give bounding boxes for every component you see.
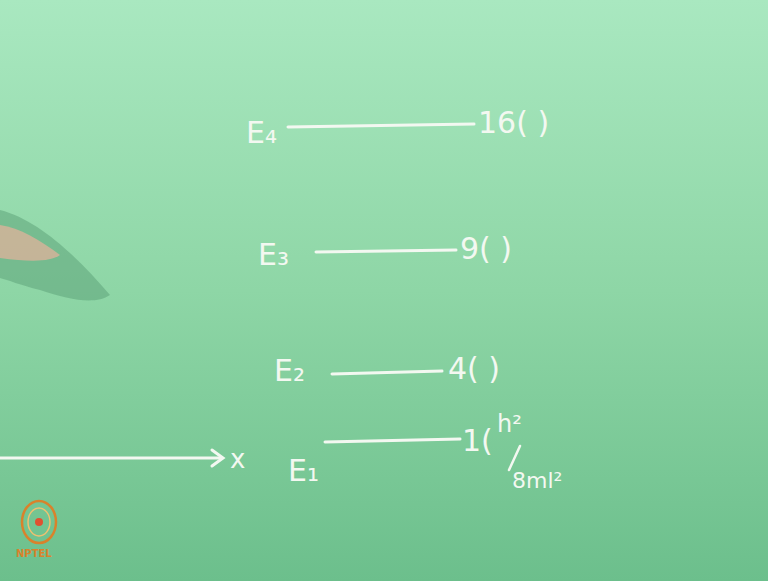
- level-name: E₂: [274, 356, 305, 386]
- axis-label: x: [230, 446, 245, 472]
- fraction-slash: [509, 446, 520, 470]
- level-name: E₃: [258, 240, 289, 270]
- level-value: 1(: [462, 426, 493, 456]
- fraction-numerator: h²: [497, 412, 522, 436]
- level-line: [325, 439, 460, 442]
- energy-levels: [0, 124, 520, 470]
- level-name: E₄: [246, 118, 277, 148]
- level-name: E₁: [288, 456, 319, 486]
- level-value: 16( ): [478, 108, 549, 138]
- level-line: [332, 371, 442, 374]
- hand-shadow: [0, 210, 110, 300]
- fraction-denominator: 8ml²: [512, 470, 562, 492]
- level-line: [316, 250, 456, 252]
- level-value: 9( ): [460, 234, 512, 264]
- axis-line: [0, 457, 222, 460]
- logo-text: NPTEL: [16, 549, 52, 559]
- hand: [0, 225, 60, 261]
- nptel-logo: [22, 501, 56, 543]
- level-value: 4( ): [448, 354, 500, 384]
- axis-arrowhead: [212, 450, 223, 466]
- level-line: [288, 124, 474, 127]
